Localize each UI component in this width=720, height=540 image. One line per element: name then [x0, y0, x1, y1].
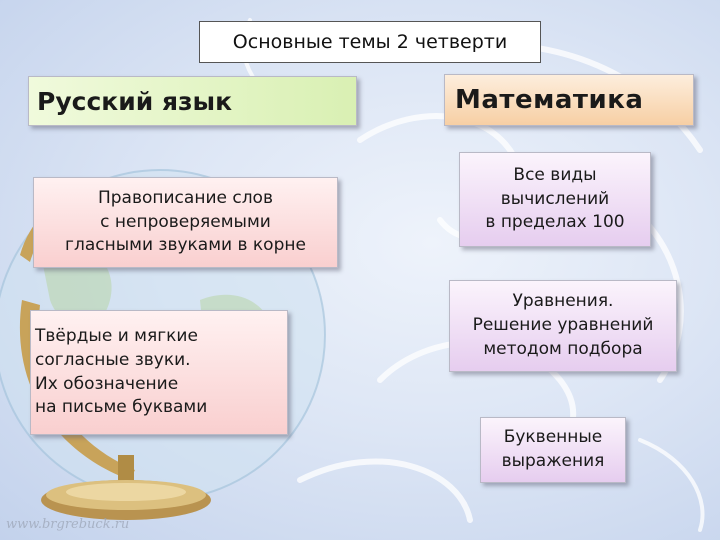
math-header: Математика — [444, 74, 694, 126]
page-title: Основные темы 2 четверти — [199, 21, 541, 63]
russian-topic-1: Правописание слов с непроверяемыми гласн… — [33, 177, 338, 268]
math-topic-3: Буквенные выражения — [480, 417, 626, 483]
watermark: www.brgrebuck.ru — [6, 517, 130, 532]
math-topic-1: Все виды вычислений в пределах 100 — [459, 152, 651, 247]
russian-language-header: Русский язык — [28, 76, 357, 126]
math-topic-2: Уравнения. Решение уравнений методом под… — [449, 280, 677, 372]
russian-topic-2: Твёрдые и мягкие согласные звуки. Их обо… — [30, 310, 288, 435]
